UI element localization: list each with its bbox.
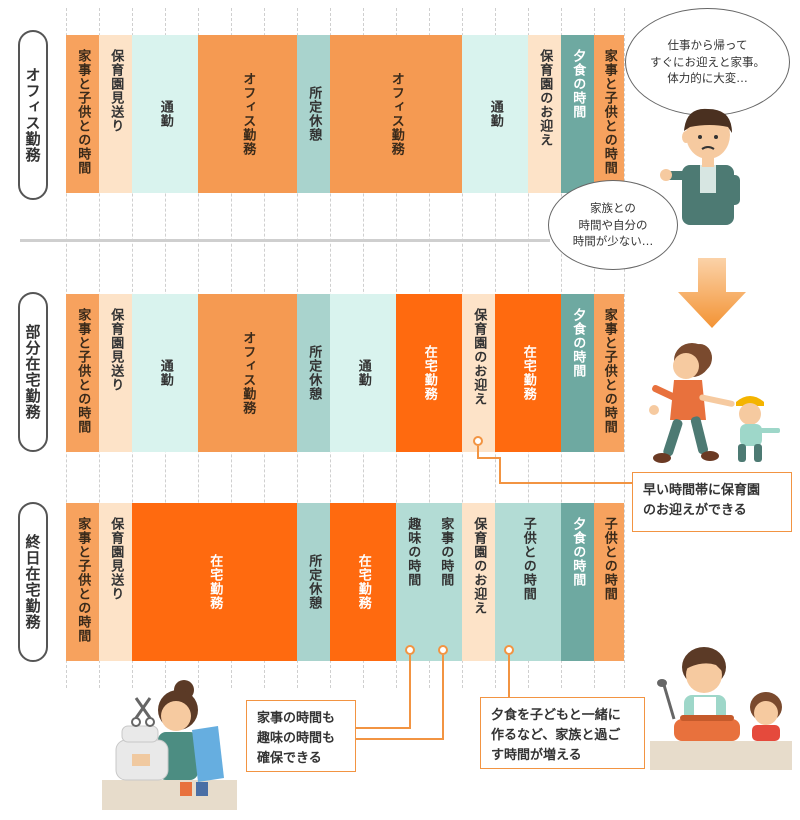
marker-dot [438,645,448,655]
segment: 家事と子供との時間 [66,503,99,661]
segment: 家事と子供との時間 [66,294,99,452]
row-label-full: 終日在宅勤務 [18,502,48,662]
segment: 保育園見送り [99,35,132,193]
segment: 子供との時間 [495,503,561,661]
segment: オフィス勤務 [198,294,297,452]
marker-dot [473,436,483,446]
segment: 保育園のお迎え [528,35,561,193]
arrow-down-icon [678,258,746,328]
segment: 在宅勤務 [495,294,561,452]
segment: オフィス勤務 [198,35,297,193]
worried-man-illustration [660,108,740,225]
segment: 通勤 [462,35,528,193]
row-label-partial: 部分在宅勤務 [18,292,48,452]
segment: 保育園見送り [99,294,132,452]
segment: 通勤 [330,294,396,452]
segment: 夕食の時間 [561,294,594,452]
segment: 家事と子供との時間 [594,294,624,452]
segment: 通勤 [132,294,198,452]
segment: 夕食の時間 [561,503,594,661]
segment: 趣味の時間 [396,503,429,661]
segment: 在宅勤務 [396,294,462,452]
mother-child-walking-illustration [649,343,780,463]
segment: 所定休憩 [297,35,330,193]
segment: 在宅勤務 [132,503,297,661]
segment: 通勤 [132,35,198,193]
callout-early-pickup: 早い時間帯に保育園 のお迎えができる [632,472,792,532]
segment: 所定休憩 [297,503,330,661]
segment: 在宅勤務 [330,503,396,661]
segment: 家事と子供との時間 [594,35,624,193]
segment: 夕食の時間 [561,35,594,193]
speech-bubble-tired: 仕事から帰って すぐにお迎えと家事。 体力的に大変… [625,8,790,116]
section-divider [20,239,550,242]
callout-housework-hobby: 家事の時間も 趣味の時間も 確保できる [246,700,356,772]
marker-dot [504,645,514,655]
segment: 保育園のお迎え [462,294,495,452]
family-cooking-illustration [650,647,792,770]
segment: 家事の時間 [429,503,462,661]
segment: 所定休憩 [297,294,330,452]
speech-bubble-no-time: 家族との 時間や自分の 時間が少ない… [548,180,678,270]
segment: 保育園のお迎え [462,503,495,661]
segment: 家事と子供との時間 [66,35,99,193]
row-label-office: オフィス勤務 [18,30,48,200]
segment: オフィス勤務 [330,35,462,193]
segment: 子供との時間 [594,503,624,661]
woman-sewing-illustration [102,680,237,810]
callout-family-time: 夕食を子どもと一緒に 作るなど、家族と過ご す時間が増える [480,697,645,769]
marker-dot [405,645,415,655]
segment: 保育園見送り [99,503,132,661]
